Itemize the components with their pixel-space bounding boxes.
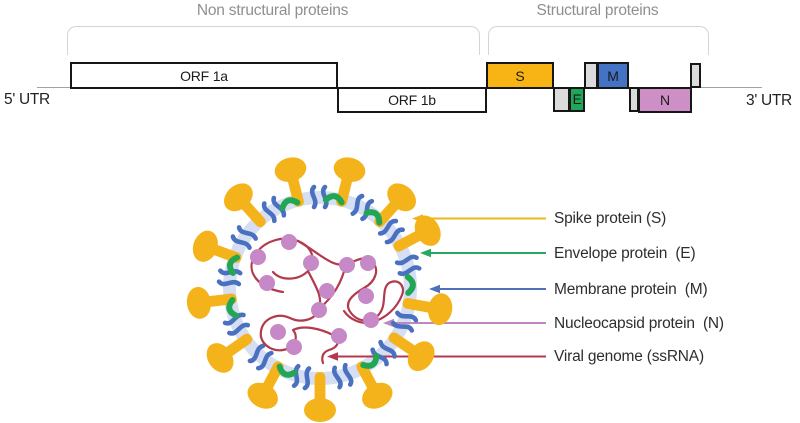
nucleocapsid-protein bbox=[311, 302, 327, 318]
spike-protein bbox=[393, 215, 441, 252]
nucleocapsid-protein bbox=[286, 339, 302, 355]
envelope-protein bbox=[322, 193, 345, 206]
nucleocapsid-protein bbox=[358, 288, 374, 304]
membrane-protein bbox=[309, 184, 329, 210]
nucleocapsid-arrow bbox=[383, 318, 546, 328]
legend-label-envelope: Envelope protein (E) bbox=[554, 244, 696, 262]
nucleocapsid-protein bbox=[250, 249, 266, 265]
nucleocapsid-protein bbox=[303, 255, 319, 271]
membrane-protein bbox=[377, 218, 405, 245]
envelope-protein bbox=[279, 197, 301, 212]
envelope-arrow bbox=[420, 248, 546, 258]
spike-protein bbox=[388, 332, 435, 372]
legend-label-nucleocapsid: Nucleocapsid protein (N) bbox=[554, 314, 724, 332]
membrane-protein bbox=[370, 339, 397, 367]
utr5-label: 5' UTR bbox=[4, 91, 50, 108]
spike-protein bbox=[356, 361, 393, 409]
nucleocapsid-protein bbox=[259, 275, 275, 291]
structural-bracket bbox=[488, 26, 709, 55]
segment-s-label: S bbox=[515, 67, 525, 84]
nucleocapsid-protein bbox=[281, 234, 297, 250]
envelope-proteins-layer bbox=[226, 193, 416, 378]
nucleocapsid-proteins-layer bbox=[250, 234, 379, 355]
segment-s: S bbox=[486, 62, 554, 89]
non-structural-proteins-title: Non structural proteins bbox=[196, 2, 349, 19]
membrane-protein bbox=[390, 310, 419, 333]
genome-map-panel: Non structural proteins Structural prote… bbox=[0, 0, 800, 130]
segment-orf1a: ORF 1a bbox=[70, 62, 338, 89]
membrane-protein bbox=[222, 312, 251, 336]
membrane-arrow bbox=[429, 284, 546, 294]
membrane-protein bbox=[261, 195, 287, 224]
segment-m-label: M bbox=[607, 67, 619, 84]
membrane-arrowhead-icon bbox=[429, 284, 440, 294]
segment-e-label: E bbox=[572, 92, 582, 107]
legend-label-membrane: Membrane protein (M) bbox=[554, 280, 708, 298]
spike-protein bbox=[224, 183, 266, 228]
non-structural-bracket bbox=[67, 26, 480, 55]
envelope-arrowhead-icon bbox=[420, 248, 431, 258]
envelope-protein bbox=[276, 363, 298, 378]
nucleocapsid-protein bbox=[339, 257, 355, 273]
segment-spacer-4 bbox=[690, 63, 701, 88]
envelope-protein bbox=[226, 254, 241, 276]
viral-genome-strand bbox=[259, 269, 339, 365]
membrane-protein bbox=[230, 225, 258, 250]
membrane-protein bbox=[350, 193, 375, 222]
legend-label-spike: Spike protein (S) bbox=[554, 210, 667, 227]
segment-orf1b: ORF 1b bbox=[337, 87, 487, 113]
nucleocapsid-arrowhead-icon bbox=[383, 318, 394, 328]
utr3-label: 3' UTR bbox=[746, 92, 792, 109]
nucleocapsid-protein bbox=[319, 283, 335, 299]
segment-n-label: N bbox=[660, 92, 670, 108]
envelope-protein bbox=[404, 273, 416, 296]
segment-m: M bbox=[597, 62, 629, 89]
envelope-protein bbox=[363, 209, 383, 226]
membrane-protein bbox=[331, 362, 354, 390]
envelope-protein bbox=[226, 297, 240, 319]
nucleocapsid-protein bbox=[363, 312, 379, 328]
membrane-protein bbox=[247, 343, 274, 371]
membrane-protein bbox=[394, 254, 422, 277]
spike-protein bbox=[274, 157, 307, 207]
nucleocapsid-protein bbox=[331, 328, 347, 344]
spike-proteins-layer bbox=[186, 157, 453, 422]
segment-orf1a-label: ORF 1a bbox=[180, 67, 228, 84]
membrane-proteins-layer bbox=[216, 184, 422, 391]
segment-orf1b-label: ORF 1b bbox=[388, 92, 436, 108]
spike-protein bbox=[402, 293, 453, 326]
nucleocapsid-protein bbox=[360, 255, 376, 271]
viral-genome-arrow bbox=[327, 352, 546, 361]
legend-label-viral-genome: Viral genome (ssRNA) bbox=[554, 348, 704, 365]
spike-protein bbox=[206, 333, 253, 373]
nucleocapsid-protein bbox=[270, 324, 286, 340]
membrane-protein bbox=[291, 363, 312, 391]
spike-protein bbox=[304, 372, 336, 422]
viral-genome-arrowhead-icon bbox=[327, 352, 338, 361]
envelope-protein bbox=[360, 352, 380, 369]
segment-e: E bbox=[569, 87, 585, 112]
structural-proteins-title: Structural proteins bbox=[536, 2, 659, 19]
segment-n: N bbox=[638, 87, 692, 113]
